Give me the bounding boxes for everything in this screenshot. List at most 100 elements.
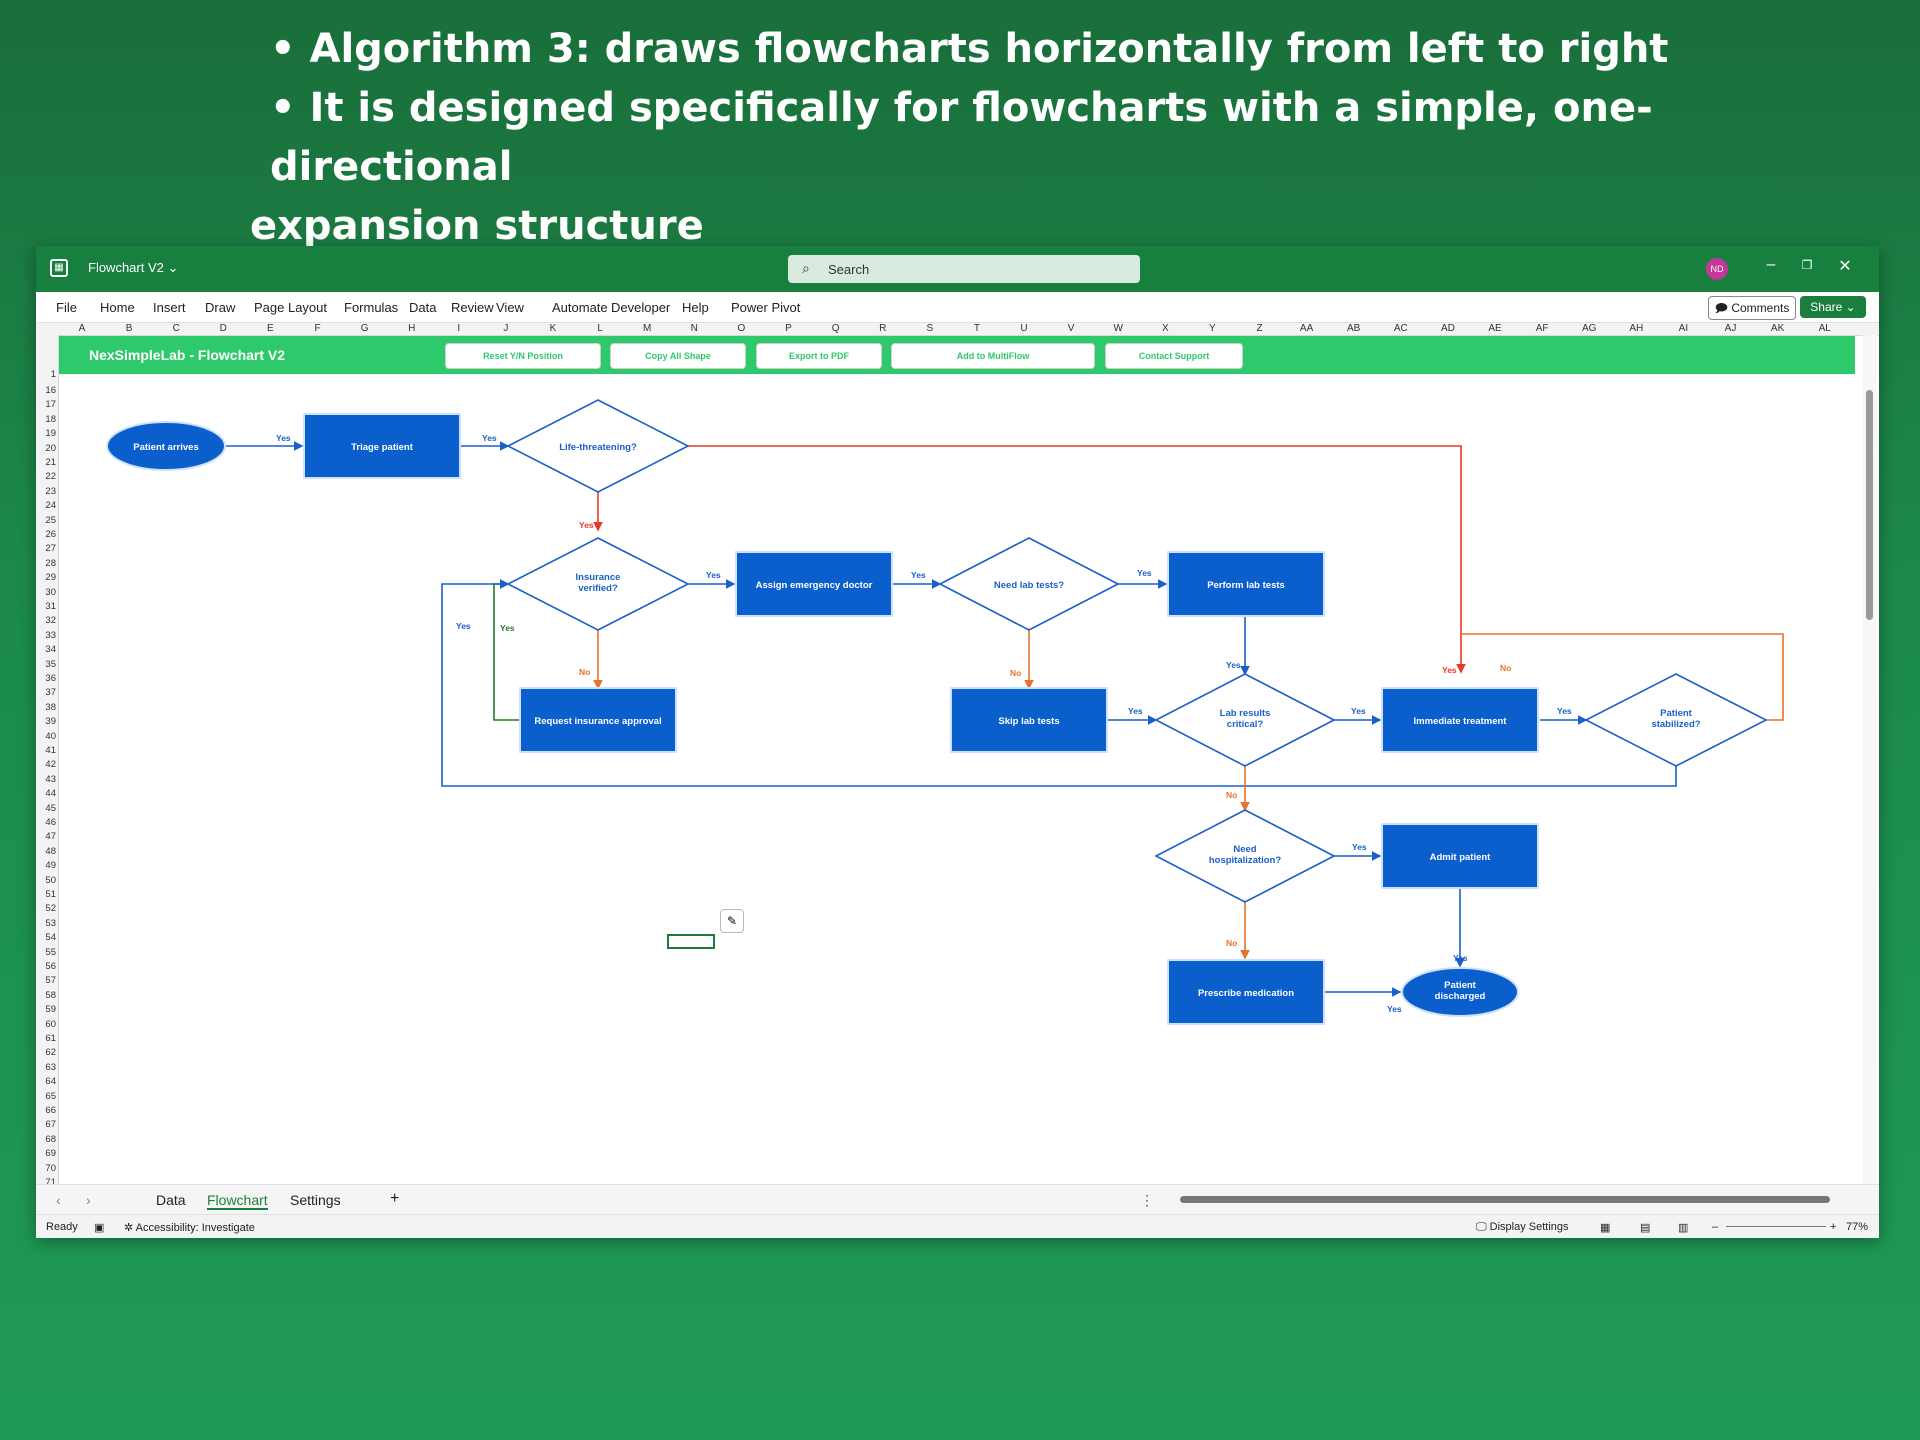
- node-skip-lab-tests[interactable]: Skip lab tests: [950, 687, 1108, 753]
- column-header[interactable]: W: [1113, 323, 1123, 334]
- row-header[interactable]: 40: [45, 730, 56, 742]
- macro-icon[interactable]: ▣: [94, 1222, 105, 1234]
- row-header[interactable]: 43: [45, 773, 56, 785]
- column-header[interactable]: B: [125, 323, 133, 334]
- menu-insert[interactable]: Insert: [153, 300, 186, 315]
- menu-data[interactable]: Data: [409, 300, 437, 315]
- row-header[interactable]: 53: [45, 917, 56, 929]
- row-header[interactable]: 61: [45, 1033, 56, 1044]
- row-header[interactable]: 31: [45, 601, 56, 612]
- column-header[interactable]: Y: [1209, 323, 1216, 334]
- column-header[interactable]: N: [690, 323, 698, 334]
- row-header[interactable]: 16: [45, 385, 56, 396]
- menu-formulas[interactable]: Formulas: [344, 300, 399, 315]
- column-header[interactable]: C: [172, 323, 180, 334]
- reset-yn-position-button[interactable]: Reset Y/N Position: [445, 343, 601, 369]
- row-header[interactable]: 22: [45, 471, 56, 483]
- node-assign-doctor[interactable]: Assign emergency doctor: [735, 551, 893, 617]
- node-prescribe-medication[interactable]: Prescribe medication: [1167, 959, 1325, 1025]
- column-header[interactable]: I: [457, 323, 461, 334]
- node-need-hospitalization[interactable]: Need hospitalization?: [1154, 809, 1336, 903]
- tab-flowchart[interactable]: Flowchart: [207, 1192, 268, 1210]
- menu-view[interactable]: View: [496, 300, 524, 315]
- row-header[interactable]: 36: [45, 673, 56, 684]
- quick-analysis-icon[interactable]: ✎: [720, 909, 744, 933]
- node-insurance-verified[interactable]: Insurance verified?: [506, 537, 690, 631]
- row-header[interactable]: 33: [45, 629, 56, 641]
- export-to-pdf-button[interactable]: Export to PDF: [756, 343, 882, 369]
- menu-help[interactable]: Help: [682, 300, 709, 315]
- column-header[interactable]: G: [360, 323, 369, 334]
- row-header[interactable]: 24: [45, 500, 56, 512]
- column-header[interactable]: E: [267, 323, 274, 334]
- row-header[interactable]: 41: [45, 745, 56, 756]
- row-header[interactable]: 50: [45, 874, 56, 886]
- column-header[interactable]: O: [737, 323, 746, 334]
- contact-support-button[interactable]: Contact Support: [1105, 343, 1243, 369]
- row-header[interactable]: 26: [45, 529, 56, 540]
- row-header[interactable]: 54: [45, 932, 56, 944]
- row-header[interactable]: 46: [45, 817, 56, 828]
- row-header[interactable]: 20: [45, 442, 56, 454]
- column-header[interactable]: AE: [1488, 323, 1502, 334]
- row-header[interactable]: 48: [45, 845, 56, 857]
- more-options-icon[interactable]: ⋮: [1140, 1192, 1154, 1208]
- column-header[interactable]: F: [314, 323, 321, 334]
- column-header[interactable]: AH: [1629, 323, 1644, 334]
- column-header[interactable]: AL: [1818, 323, 1831, 334]
- menu-automate[interactable]: Automate: [552, 300, 608, 315]
- row-header[interactable]: 25: [45, 514, 56, 526]
- menu-file[interactable]: File: [56, 300, 77, 315]
- column-header[interactable]: H: [408, 323, 416, 334]
- row-header[interactable]: 34: [45, 644, 56, 656]
- row-header[interactable]: 32: [45, 615, 56, 627]
- row-header[interactable]: 68: [45, 1133, 56, 1145]
- close-icon[interactable]: ✕: [1838, 258, 1852, 275]
- search-box[interactable]: ⌕ Search: [788, 255, 1140, 283]
- node-patient-discharged[interactable]: Patient discharged: [1401, 967, 1519, 1017]
- column-header[interactable]: J: [503, 323, 509, 334]
- row-header[interactable]: 65: [45, 1090, 56, 1102]
- row-header[interactable]: 70: [45, 1162, 56, 1174]
- column-header[interactable]: U: [1020, 323, 1028, 334]
- column-header[interactable]: AF: [1535, 323, 1549, 334]
- node-immediate-treatment[interactable]: Immediate treatment: [1381, 687, 1539, 753]
- page-break-view-icon[interactable]: ▥: [1678, 1222, 1689, 1234]
- row-header[interactable]: 44: [45, 788, 56, 800]
- add-to-multiflow-button[interactable]: Add to MultiFlow: [891, 343, 1095, 369]
- menu-page-layout[interactable]: Page Layout: [254, 300, 328, 315]
- column-header[interactable]: M: [643, 323, 652, 334]
- tab-scroll-left-icon[interactable]: ‹: [56, 1192, 61, 1208]
- page-layout-view-icon[interactable]: ▤: [1640, 1222, 1651, 1234]
- tab-data[interactable]: Data: [156, 1192, 186, 1208]
- row-header[interactable]: 1: [50, 369, 56, 380]
- row-header[interactable]: 39: [45, 716, 56, 728]
- restore-icon[interactable]: ❐: [1801, 258, 1813, 272]
- row-header[interactable]: 38: [45, 701, 56, 713]
- row-header[interactable]: 35: [45, 658, 56, 670]
- menu-review[interactable]: Review: [451, 300, 494, 315]
- row-header[interactable]: 62: [45, 1047, 56, 1059]
- vertical-scrollbar[interactable]: [1863, 335, 1877, 1203]
- workbook-title[interactable]: Flowchart V2 ⌄: [88, 260, 179, 275]
- row-header[interactable]: 52: [45, 903, 56, 915]
- column-header[interactable]: AD: [1440, 323, 1455, 334]
- column-header[interactable]: AK: [1770, 323, 1785, 334]
- row-header[interactable]: 59: [45, 1004, 56, 1016]
- share-button[interactable]: Share ⌄: [1800, 296, 1866, 318]
- column-header[interactable]: R: [879, 323, 887, 334]
- column-header[interactable]: AB: [1347, 323, 1361, 334]
- accessibility-status[interactable]: ✲ Accessibility: Investigate: [124, 1222, 255, 1234]
- row-header[interactable]: 66: [45, 1105, 56, 1116]
- column-header[interactable]: Z: [1256, 323, 1263, 334]
- row-header[interactable]: 56: [45, 961, 56, 972]
- row-header[interactable]: 29: [45, 572, 56, 584]
- row-header[interactable]: 60: [45, 1018, 56, 1030]
- column-header[interactable]: A: [78, 323, 86, 334]
- row-header[interactable]: 23: [45, 485, 56, 497]
- column-header[interactable]: X: [1161, 323, 1169, 334]
- row-header[interactable]: 27: [45, 543, 56, 555]
- menu-developer[interactable]: Developer: [611, 300, 671, 315]
- column-header[interactable]: D: [219, 323, 227, 334]
- node-request-insurance[interactable]: Request insurance approval: [519, 687, 677, 753]
